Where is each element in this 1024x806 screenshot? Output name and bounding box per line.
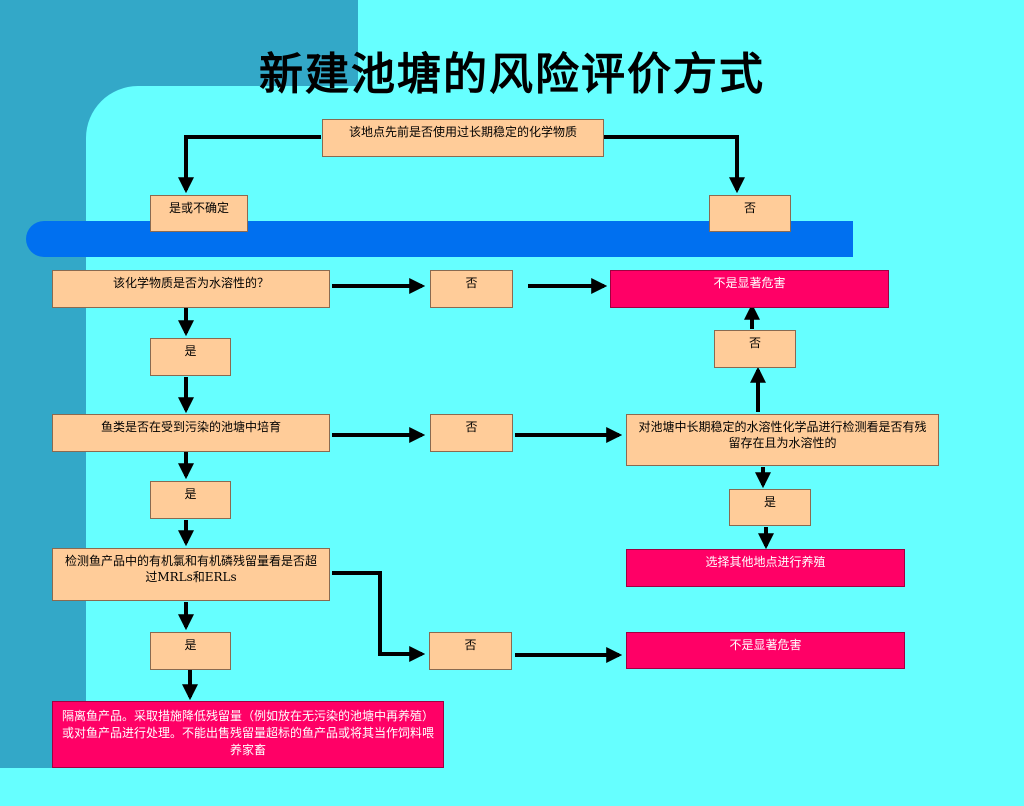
answer-yes-1: 是	[150, 338, 231, 376]
answer-no-residue: 否	[429, 632, 512, 670]
answer-yes-right: 是	[729, 489, 811, 526]
answer-yes-or-unsure: 是或不确定	[150, 195, 248, 232]
flow-arrows	[178, 135, 774, 701]
question-water-soluble: 该化学物质是否为水溶性的？	[52, 270, 330, 308]
answer-no-top: 否	[709, 195, 791, 232]
question-previous-chemical-use: 该地点先前是否使用过长期稳定的化学物质	[322, 119, 604, 157]
arrow-top-right	[604, 135, 745, 194]
answer-no-water-soluble: 否	[430, 270, 513, 308]
answer-no-right: 否	[714, 330, 796, 368]
answer-yes-2: 是	[150, 481, 231, 519]
arrow-top-left	[178, 135, 321, 194]
slide-title: 新建池塘的风险评价方式	[259, 49, 765, 100]
answer-no-polluted: 否	[430, 414, 513, 452]
arrow-residue-to-no	[332, 571, 426, 662]
answer-yes-3: 是	[150, 632, 231, 670]
question-polluted-pond: 鱼类是否在受到污染的池塘中培育	[52, 414, 330, 452]
action-isolate-fish-products: 隔离鱼产品。采取措施降低残留量（例如放在无污染的池塘中再养殖）或对鱼产品进行处理…	[52, 701, 444, 768]
result-not-significant-hazard-2: 不是显著危害	[626, 632, 905, 669]
action-test-pond-chemicals: 对池塘中长期稳定的水溶性化学品进行检测看是否有残留存在且为水溶性的	[626, 414, 939, 466]
result-choose-other-site: 选择其他地点进行养殖	[626, 549, 905, 587]
result-not-significant-hazard-1: 不是显著危害	[610, 270, 889, 308]
question-residue-check: 检测鱼产品中的有机氯和有机磷残留量看是否超过MRLs和ERLs	[52, 548, 330, 601]
